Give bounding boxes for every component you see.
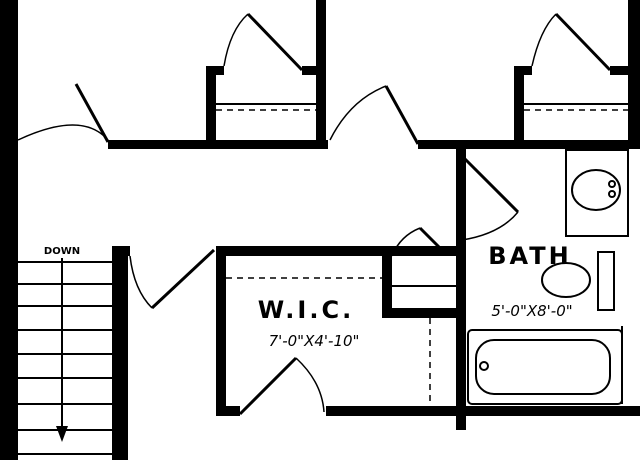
door-leaf-closet-right (554, 12, 612, 72)
linen-left-wall (382, 246, 392, 318)
left-exterior-wall-upper (0, 0, 18, 150)
door-leaf-wic (238, 356, 298, 416)
wic-room-dims: 7'-0"X4'-10" (269, 332, 360, 350)
stair-label: DOWN (44, 246, 80, 257)
door-swing-closet-left (223, 13, 249, 67)
door-swing-linen (391, 227, 421, 257)
closet-left-return (206, 66, 224, 75)
bath-fixtures (467, 149, 629, 405)
wic-door-jamb (216, 406, 240, 416)
faucet-handle (608, 190, 616, 198)
door-swing-upper-right (329, 85, 387, 141)
shelves (216, 103, 628, 406)
toilet-bowl (541, 262, 591, 298)
door-swing-wic (295, 357, 325, 413)
stairs: DOWN (18, 246, 112, 455)
bathtub-basin (475, 339, 611, 395)
wic-bottom-wall (326, 406, 640, 416)
tub-drain-icon (479, 361, 489, 371)
bath-room-dims: 5'-0"X8'-0" (491, 302, 572, 320)
vanity-counter (565, 149, 629, 237)
door-leaf-bath (460, 154, 520, 214)
bath-left-wall-lower (456, 240, 466, 430)
toilet-tank (597, 251, 615, 311)
closet-right-side-wall (514, 66, 524, 148)
door-swing-upper-left (17, 124, 109, 141)
closet-left-side-wall (206, 66, 216, 148)
door-swing-bath (461, 211, 519, 241)
door-swing-closet-right (531, 13, 557, 67)
door-leaf-upper-right (384, 85, 420, 145)
faucet-handle (608, 180, 616, 188)
upper-right-room-bottom-wall (418, 140, 640, 149)
door-leaf-upper-left (74, 83, 110, 143)
doors (17, 12, 612, 416)
closet-left-return-right (302, 66, 322, 75)
wic-room-name: W.I.C. (258, 296, 354, 324)
door-leaf-closet-left (246, 12, 304, 72)
right-upper-wall (628, 0, 640, 148)
stair-right-wall (112, 246, 128, 460)
wic-left-wall (216, 246, 226, 416)
sink-basin (571, 169, 621, 211)
left-exterior-wall-lower (0, 150, 18, 460)
upper-left-room-bottom-wall (108, 140, 328, 149)
wic-top-wall (216, 246, 466, 256)
stair-wall-cap (112, 246, 130, 256)
closet-right-return-right (610, 66, 640, 75)
closet-right-return (514, 66, 532, 75)
bath-left-wall-upper (456, 148, 466, 240)
stair-arrow-icon (56, 426, 68, 442)
room-labels: BATH 5'-0"X8'-0" W.I.C. 7'-0"X4'-10" (258, 242, 573, 350)
linen-bottom-wall (382, 308, 462, 318)
door-leaf-hall (150, 248, 216, 310)
bath-room-name: BATH (488, 242, 571, 270)
door-swing-hall (129, 255, 153, 309)
door-leaf-linen (418, 226, 448, 256)
